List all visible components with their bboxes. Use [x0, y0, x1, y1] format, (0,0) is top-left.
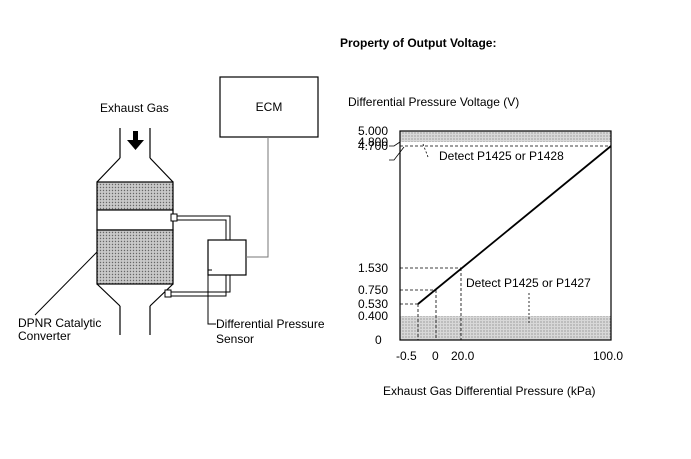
- plot-frame: [399, 130, 612, 341]
- y-tick-label: 4.700: [358, 139, 388, 153]
- dpnr-catalytic-converter: [96, 128, 174, 335]
- x-tick-label: 20.0: [451, 349, 475, 363]
- y-tick-label: 0.530: [358, 297, 388, 311]
- sensor-leader-line: [207, 269, 216, 325]
- pressure-hoses: [164, 213, 231, 298]
- lower-band-label: Detect P1425 or P1427: [466, 276, 591, 290]
- sensor-label-line1: Differential Pressure: [216, 317, 325, 331]
- converter-label-line2: Converter: [18, 329, 71, 343]
- differential-pressure-sensor: [207, 239, 247, 276]
- ecm-box: [219, 76, 319, 138]
- converter-leader-line: [34, 251, 98, 316]
- upper-detect-band: [400, 131, 611, 142]
- y-tick-label: 0: [375, 333, 382, 347]
- sensor-label-line2: Sensor: [216, 332, 254, 346]
- lower-detect-band: [400, 316, 611, 340]
- y-tick-label: 1.530: [358, 261, 388, 275]
- chart-y-label: Differential Pressure Voltage (V): [348, 95, 519, 109]
- upper-band-label: Detect P1425 or P1428: [439, 149, 564, 163]
- y-tick-label: 0.400: [358, 309, 388, 323]
- chart-x-label: Exhaust Gas Differential Pressure (kPa): [383, 384, 596, 398]
- y-tick-label: 0.750: [358, 283, 388, 297]
- page-title: Property of Output Voltage:: [340, 36, 496, 50]
- y-tick-label: 5.000: [358, 124, 388, 138]
- y-tick-label: 4.800: [358, 135, 388, 149]
- x-tick-label: 0: [432, 349, 439, 363]
- ecm-signal-wire: [246, 137, 269, 258]
- flow-arrow-icon: [127, 131, 144, 150]
- upper-catalyst-element: [96, 181, 174, 211]
- output-voltage-line: [417, 145, 612, 305]
- converter-label-line1: DPNR Catalytic: [18, 316, 101, 330]
- y-tick-leader-4700: [389, 146, 405, 161]
- lower-catalyst-element: [96, 229, 174, 285]
- system-diagram: Exhaust Gas: [18, 76, 325, 346]
- y-tick-leader-4800: [389, 141, 401, 147]
- x-tick-label: 100.0: [593, 349, 623, 363]
- x-tick-label: -0.5: [396, 349, 417, 363]
- ecm-label: ECM: [256, 100, 283, 114]
- exhaust-gas-label: Exhaust Gas: [100, 101, 169, 115]
